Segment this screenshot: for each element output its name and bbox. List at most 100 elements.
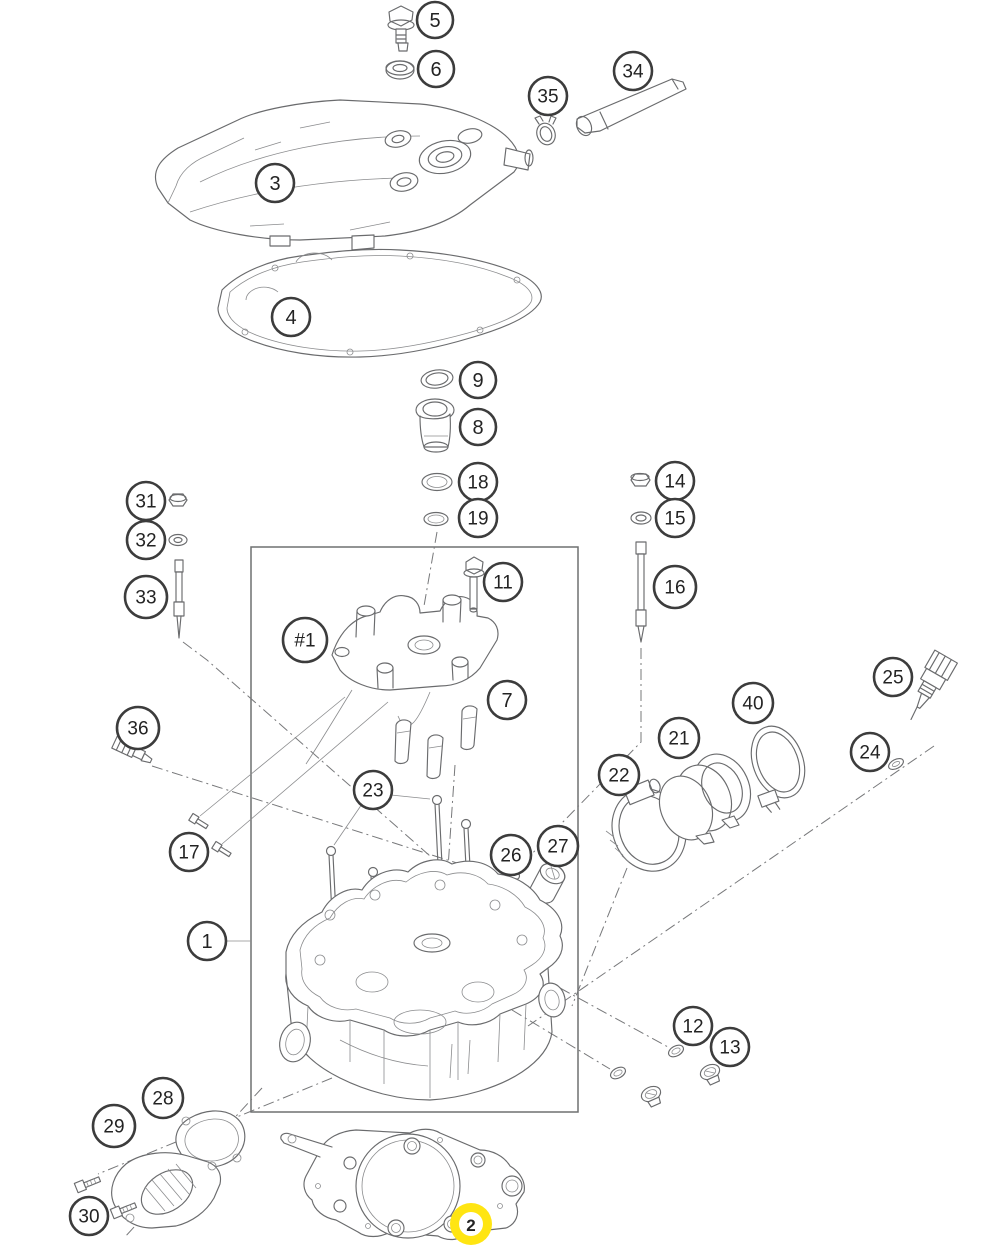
callout-19[interactable]: 19 xyxy=(457,497,499,539)
part-stud-16 xyxy=(635,541,647,643)
callout-14[interactable]: 14 xyxy=(654,460,696,502)
part-oring-19 xyxy=(423,511,449,527)
callout-ring xyxy=(352,769,394,811)
callout-label: 25 xyxy=(882,668,903,689)
callout-12[interactable]: 12 xyxy=(672,1005,714,1047)
callout-ring xyxy=(654,497,696,539)
part-cover-gasket-4 xyxy=(217,248,542,358)
callout-ring xyxy=(536,824,580,868)
callout-28[interactable]: 28 xyxy=(141,1076,185,1120)
callout-ring xyxy=(482,561,524,603)
callout-ring xyxy=(657,716,701,760)
callout-label: 26 xyxy=(500,846,521,867)
callout-label: 28 xyxy=(152,1089,173,1110)
callout-label: 3 xyxy=(269,173,280,195)
part-washer-15 xyxy=(630,511,652,525)
callout-27[interactable]: 27 xyxy=(536,824,580,868)
callout-31[interactable]: 31 xyxy=(125,480,167,522)
callout-hash1[interactable]: #1 xyxy=(281,616,329,664)
callout-30[interactable]: 30 xyxy=(68,1195,110,1237)
callout-ring xyxy=(115,705,161,751)
part-washer-24 xyxy=(888,757,904,771)
callout-label: 1 xyxy=(201,931,212,953)
callout-1[interactable]: 1 xyxy=(186,920,228,962)
highlight-center xyxy=(459,1212,483,1236)
callout-4[interactable]: 4 xyxy=(270,296,312,338)
part-nut-31 xyxy=(168,493,188,507)
callout-label: 2 xyxy=(466,1216,475,1235)
callout-9[interactable]: 9 xyxy=(458,360,498,400)
part-dowels-7 xyxy=(394,705,478,780)
assembly-bounding-box xyxy=(250,546,579,1113)
callout-label: 5 xyxy=(429,10,440,32)
callout-ring xyxy=(652,564,698,610)
callout-11[interactable]: 11 xyxy=(482,561,524,603)
callout-ring xyxy=(458,407,498,447)
callout-label: 16 xyxy=(664,578,685,599)
callout-label: 34 xyxy=(622,62,644,83)
callout-label: 30 xyxy=(78,1207,99,1228)
callout-label: 19 xyxy=(467,509,488,530)
part-seal-washer-6 xyxy=(385,60,415,80)
callout-18[interactable]: 18 xyxy=(457,461,499,503)
callout-label: 12 xyxy=(682,1017,703,1038)
part-hose-clamp-35 xyxy=(534,115,557,146)
callout-3[interactable]: 3 xyxy=(254,162,296,204)
callout-6[interactable]: 6 xyxy=(416,49,456,89)
callout-34[interactable]: 34 xyxy=(612,50,654,92)
callout-ring xyxy=(123,574,169,620)
callout-label: 11 xyxy=(493,573,513,594)
callout-13[interactable]: 13 xyxy=(709,1026,751,1068)
callout-label: 23 xyxy=(362,781,383,802)
callout-label: 32 xyxy=(135,531,156,552)
callout-15[interactable]: 15 xyxy=(654,497,696,539)
callout-ring xyxy=(415,0,455,40)
callout-label: 21 xyxy=(668,729,689,750)
callout-ring xyxy=(597,753,641,797)
callout-40[interactable]: 40 xyxy=(731,681,775,725)
part-washer-32 xyxy=(168,533,188,547)
part-orings-12 xyxy=(609,1044,685,1080)
callout-label: 15 xyxy=(664,509,685,530)
callout-ring xyxy=(672,1005,714,1047)
callout-2[interactable]: 2 xyxy=(450,1203,492,1245)
callout-label: 31 xyxy=(135,492,156,513)
callout-33[interactable]: 33 xyxy=(123,574,169,620)
callout-29[interactable]: 29 xyxy=(91,1103,137,1149)
part-plugs-13 xyxy=(640,1063,721,1108)
callout-ring xyxy=(186,920,228,962)
callout-5[interactable]: 5 xyxy=(415,0,455,40)
callout-8[interactable]: 8 xyxy=(458,407,498,447)
callout-label: 22 xyxy=(608,766,629,787)
callout-36[interactable]: 36 xyxy=(115,705,161,751)
callout-17[interactable]: 17 xyxy=(168,831,210,873)
callout-35[interactable]: 35 xyxy=(527,75,569,117)
callout-32[interactable]: 32 xyxy=(125,519,167,561)
callout-ring xyxy=(141,1076,185,1120)
callout-label: 29 xyxy=(103,1117,124,1138)
callout-24[interactable]: 24 xyxy=(849,731,891,773)
part-bolt-11 xyxy=(463,556,485,613)
callout-26[interactable]: 26 xyxy=(489,833,533,877)
callout-25[interactable]: 25 xyxy=(872,656,914,698)
part-vent-hose-34 xyxy=(575,78,687,137)
callout-22[interactable]: 22 xyxy=(597,753,641,797)
part-stud-33 xyxy=(173,559,185,639)
callout-ring xyxy=(849,731,891,773)
callout-16[interactable]: 16 xyxy=(652,564,698,610)
part-exhaust-flange-29 xyxy=(111,1152,222,1229)
part-cylinder-head-1 xyxy=(279,859,566,1101)
callout-label: 27 xyxy=(547,837,568,858)
callout-label: 33 xyxy=(135,588,156,609)
callout-23[interactable]: 23 xyxy=(352,769,394,811)
part-cam-bridge-hash1 xyxy=(305,594,499,765)
callout-7[interactable]: 7 xyxy=(486,679,528,721)
callout-label: 14 xyxy=(664,472,686,493)
callout-ring xyxy=(254,162,296,204)
callout-label: 4 xyxy=(285,307,296,329)
callout-ring xyxy=(125,519,167,561)
callout-ring xyxy=(91,1103,137,1149)
callout-ring xyxy=(486,679,528,721)
callout-21[interactable]: 21 xyxy=(657,716,701,760)
